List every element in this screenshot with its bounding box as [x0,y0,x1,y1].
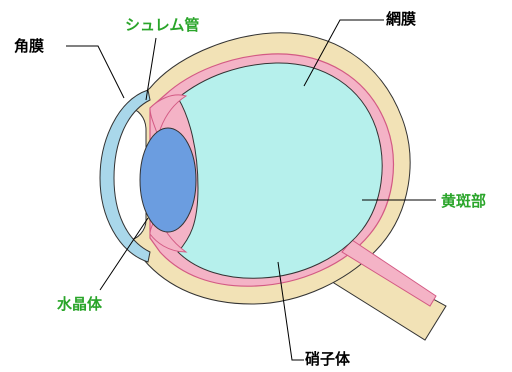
vitreous-body-label: 硝子体 [305,350,350,368]
retina-label: 網膜 [386,10,416,28]
lens [140,128,196,232]
cornea-label: 角膜 [14,37,44,55]
macula-label: 黄斑部 [441,192,486,210]
lens-label: 水晶体 [57,295,102,313]
cornea-leader-line [66,46,124,98]
schlemm-canal-label: シュレム管 [125,16,199,34]
